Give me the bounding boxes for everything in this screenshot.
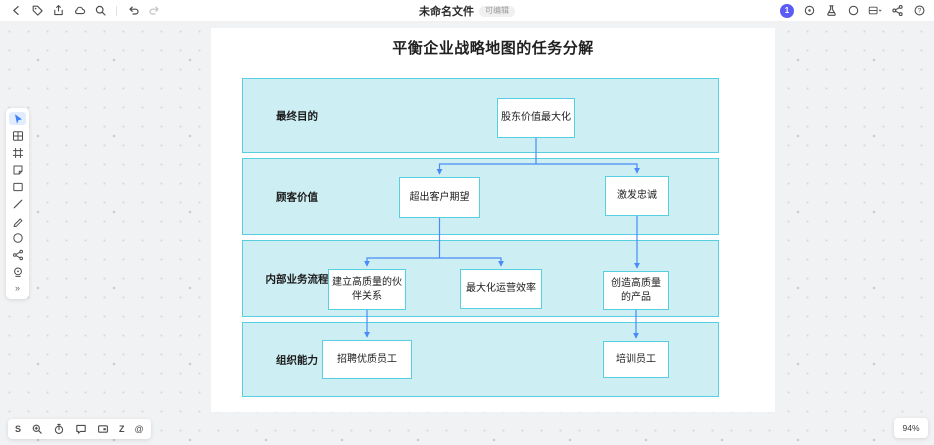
- cursor-select-icon[interactable]: [9, 112, 26, 125]
- timer-circle-icon[interactable]: [846, 4, 860, 18]
- question-glyph: ?: [917, 8, 921, 15]
- document-status-badge: 可编辑: [479, 5, 515, 17]
- left-toolbar: »: [6, 108, 29, 299]
- row-label[interactable]: 内部业务流程: [265, 273, 329, 285]
- frame-icon[interactable]: [9, 146, 26, 159]
- topbar-left-group: [0, 4, 161, 18]
- row-label[interactable]: 组织能力: [276, 354, 318, 366]
- presentation-icon[interactable]: [97, 423, 109, 435]
- tag-icon[interactable]: [30, 4, 44, 18]
- stopwatch-icon[interactable]: [53, 423, 65, 435]
- back-chevron-icon[interactable]: [9, 4, 23, 18]
- row-label[interactable]: 最终目的: [276, 110, 318, 122]
- node-train-employees[interactable]: 培训员工: [603, 341, 669, 378]
- topbar-right-group: 1 ?: [780, 3, 934, 18]
- row-label[interactable]: 顾客价值: [276, 191, 318, 203]
- zoom-level-badge[interactable]: 94%: [894, 418, 928, 438]
- layout-switch-icon[interactable]: [868, 4, 882, 18]
- share-icon[interactable]: [890, 4, 904, 18]
- search-icon[interactable]: [93, 4, 107, 18]
- node-quality-products[interactable]: 创造高质量的产品: [603, 271, 669, 310]
- band-ultimate-goal[interactable]: 最终目的: [242, 78, 719, 153]
- search-plus-icon[interactable]: [31, 423, 43, 435]
- node-operational-efficiency[interactable]: 最大化运营效率: [460, 269, 542, 309]
- connector-icon[interactable]: [9, 248, 26, 261]
- comment-icon[interactable]: [75, 423, 87, 435]
- node-inspire-loyalty[interactable]: 激发忠诚: [605, 176, 669, 216]
- cloud-sync-icon[interactable]: [72, 4, 86, 18]
- line-icon[interactable]: [9, 197, 26, 210]
- export-icon[interactable]: [51, 4, 65, 18]
- expand-toolbar-icon[interactable]: »: [14, 283, 20, 293]
- ellipse-icon[interactable]: [9, 231, 26, 244]
- canvas[interactable]: 容器 1 平衡企业战略地图的任务分解 最终目的 顾客价值 内部业务流程 组织能力: [0, 22, 934, 445]
- node-recruit-employees[interactable]: 招聘优质员工: [322, 340, 412, 379]
- chevron-down-icon: [878, 9, 882, 12]
- redo-icon[interactable]: [147, 4, 161, 18]
- node-exceed-expectations[interactable]: 超出客户期望: [399, 177, 480, 218]
- pencil-icon[interactable]: [9, 214, 26, 227]
- shape-rectangle-icon[interactable]: [9, 180, 26, 193]
- diagram-title[interactable]: 平衡企业战略地图的任务分解: [392, 40, 594, 57]
- user-avatar[interactable]: 1: [780, 3, 794, 18]
- flask-icon[interactable]: [824, 4, 838, 18]
- node-shareholder-value[interactable]: 股东价值最大化: [497, 98, 575, 138]
- topbar: 未命名文件 可编辑 1 ?: [0, 0, 934, 22]
- resource-icon[interactable]: [9, 265, 26, 278]
- help-icon[interactable]: ?: [912, 4, 926, 18]
- letter-s-tool-icon[interactable]: S: [15, 424, 22, 434]
- node-quality-partnership[interactable]: 建立高质量的伙伴关系: [328, 269, 406, 310]
- undo-icon[interactable]: [126, 4, 140, 18]
- table-icon[interactable]: [9, 129, 26, 142]
- sticky-note-icon[interactable]: [9, 163, 26, 176]
- frame-container[interactable]: 平衡企业战略地图的任务分解 最终目的 顾客价值 内部业务流程 组织能力: [211, 28, 775, 412]
- topbar-divider: [116, 5, 117, 16]
- letter-z-tool-icon[interactable]: Z: [119, 424, 125, 434]
- document-title[interactable]: 未命名文件: [419, 6, 474, 18]
- record-icon[interactable]: [802, 4, 816, 18]
- bottom-left-toolbar: S Z @: [8, 419, 151, 439]
- at-circle-icon[interactable]: @: [134, 424, 144, 434]
